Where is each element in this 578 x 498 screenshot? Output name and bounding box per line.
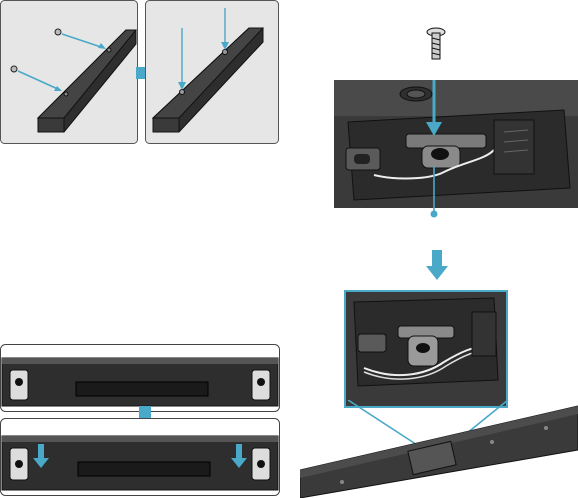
screw-hole: [106, 47, 112, 53]
step-screws-before-panel: [0, 0, 138, 144]
screw-hole: [63, 91, 69, 97]
wall-bracket-icon: [9, 369, 29, 401]
down-arrow-icon: [33, 444, 49, 468]
wall-bracket-icon: [397, 325, 455, 367]
wall-bracket-icon: [251, 447, 271, 481]
screw-icon: [179, 89, 185, 95]
wall-bracket-icon: [9, 447, 29, 481]
wall-bracket-icon: [405, 133, 487, 169]
down-arrow-icon: [426, 250, 448, 280]
soundbar-body: [36, 29, 138, 133]
wall-bracket-icon: [251, 369, 271, 401]
bracket-align-panel: [0, 344, 280, 412]
screw-icon: [222, 49, 228, 55]
screw-icon: [422, 26, 450, 62]
cable-clip-detail-callout: [344, 290, 508, 408]
soundbar-body: [151, 27, 265, 133]
screw-icon: [54, 28, 62, 36]
screw-icon: [10, 65, 18, 73]
cable-clip-closeup-panel: [334, 80, 578, 220]
down-arrow-icon: [231, 444, 247, 468]
step-screws-after-panel: [145, 0, 279, 144]
bracket-hung-panel: [0, 418, 280, 496]
soundbar-underside: [300, 400, 578, 498]
